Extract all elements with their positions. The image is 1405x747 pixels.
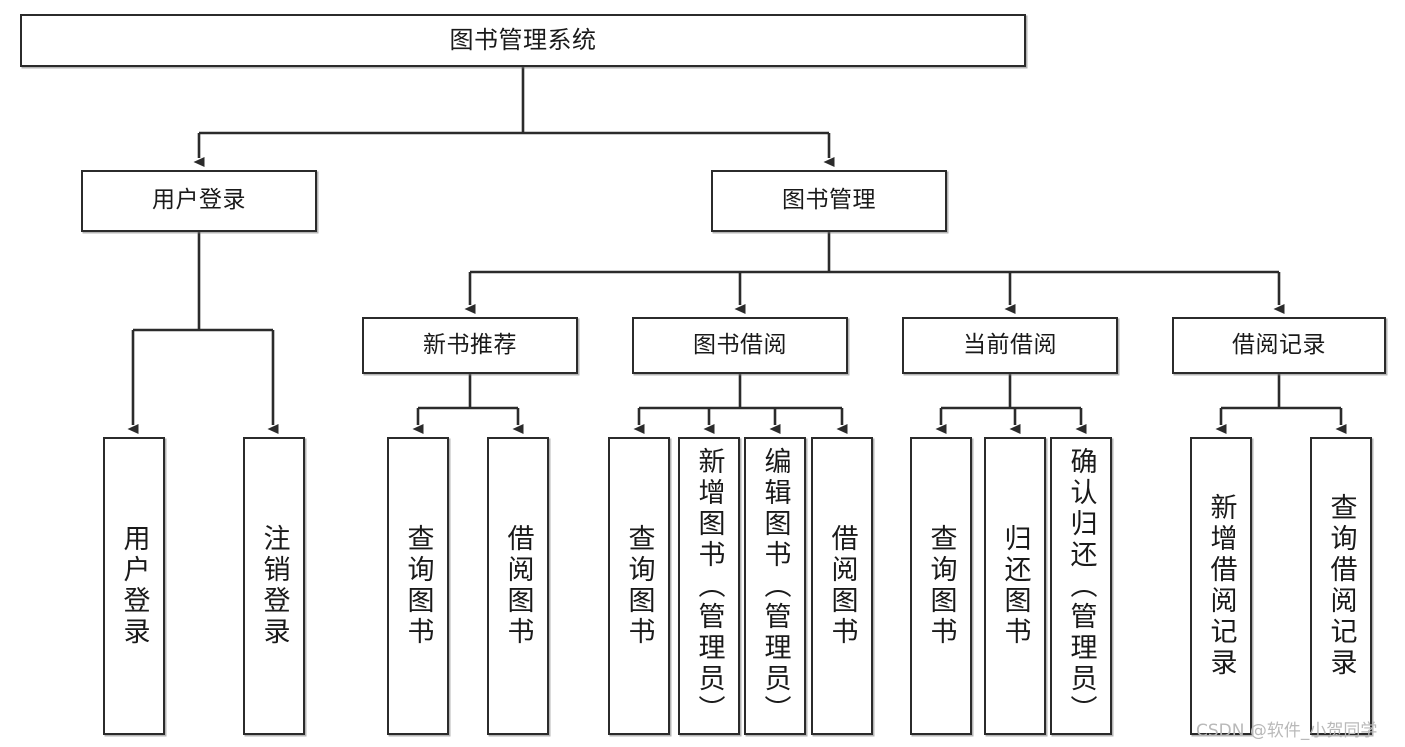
leaf-query-book-1[interactable]: 查询图书 [387, 437, 449, 735]
node-label: 新书推荐 [423, 331, 517, 358]
node-label: 注销登录 [258, 524, 290, 648]
node-label: 查询图书 [623, 524, 655, 648]
leaf-query-book-3[interactable]: 查询图书 [910, 437, 972, 735]
node-label: 查询图书 [402, 524, 434, 648]
leaf-edit-book-admin[interactable]: 编辑图书（管理员） [744, 437, 806, 735]
leaf-query-borrow-record[interactable]: 查询借阅记录 [1310, 437, 1372, 735]
node-book-management[interactable]: 图书管理 [711, 170, 947, 232]
node-new-book-recommend[interactable]: 新书推荐 [362, 317, 578, 374]
node-user-login[interactable]: 用户登录 [81, 170, 317, 232]
node-root-system[interactable]: 图书管理系统 [20, 14, 1026, 67]
node-borrow-record[interactable]: 借阅记录 [1172, 317, 1386, 374]
node-current-borrow[interactable]: 当前借阅 [902, 317, 1118, 374]
node-label: 新增借阅记录 [1205, 493, 1237, 679]
leaf-user-login[interactable]: 用户登录 [103, 437, 165, 735]
leaf-add-book-admin[interactable]: 新增图书（管理员） [678, 437, 740, 735]
leaf-add-borrow-record[interactable]: 新增借阅记录 [1190, 437, 1252, 735]
node-label: 当前借阅 [963, 331, 1057, 358]
leaf-confirm-return-admin[interactable]: 确认归还（管理员） [1050, 437, 1112, 735]
node-label: 图书管理 [782, 187, 876, 214]
node-label: 归还图书 [999, 524, 1031, 648]
node-label: 借阅记录 [1232, 331, 1326, 358]
node-label: 图书借阅 [693, 331, 787, 358]
leaf-borrow-book-2[interactable]: 借阅图书 [811, 437, 873, 735]
leaf-return-book[interactable]: 归还图书 [984, 437, 1046, 735]
node-label: 用户登录 [118, 524, 150, 648]
node-book-borrow[interactable]: 图书借阅 [632, 317, 848, 374]
leaf-borrow-book-1[interactable]: 借阅图书 [487, 437, 549, 735]
leaf-query-book-2[interactable]: 查询图书 [608, 437, 670, 735]
node-label: 查询图书 [925, 524, 957, 648]
node-label: 编辑图书（管理员） [759, 446, 791, 726]
node-label: 图书管理系统 [449, 26, 597, 55]
node-label: 确认归还（管理员） [1065, 446, 1097, 726]
node-label: 用户登录 [152, 187, 246, 214]
node-label: 查询借阅记录 [1325, 493, 1357, 679]
node-label: 新增图书（管理员） [693, 446, 725, 726]
leaf-logout-login[interactable]: 注销登录 [243, 437, 305, 735]
node-label: 借阅图书 [826, 524, 858, 648]
node-label: 借阅图书 [502, 524, 534, 648]
watermark: CSDN @软件_小贺同学 [1196, 721, 1378, 741]
